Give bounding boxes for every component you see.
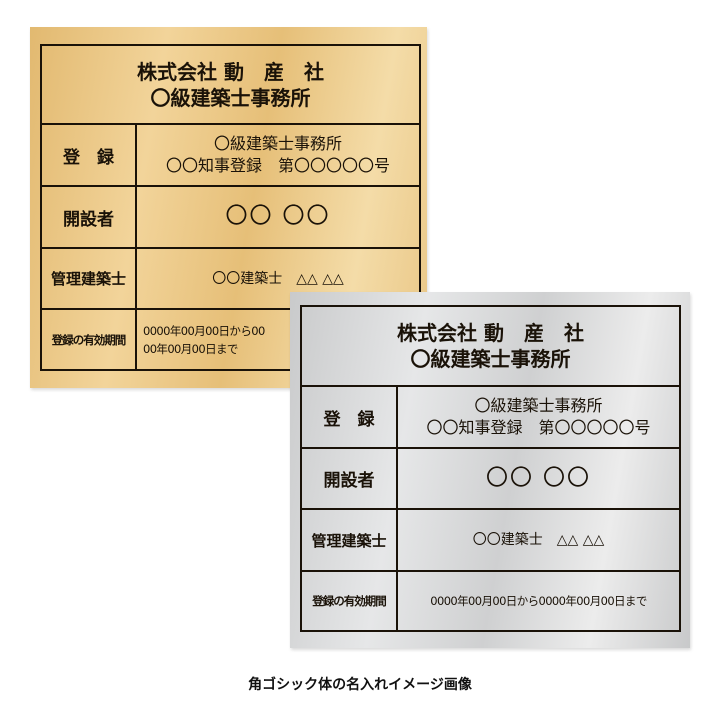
office-type: 〇級建築士事務所 [410,347,571,371]
plate-table: 株式会社 動 産 社 〇級建築士事務所 登 録 〇級建築士事務所 〇〇知事登録 … [300,305,681,632]
silver-nameplate: 株式会社 動 産 社 〇級建築士事務所 登 録 〇級建築士事務所 〇〇知事登録 … [290,292,690,648]
validity-period-value: 0000年00月00日から0000年00月00日まで [143,323,265,356]
manager-architect-label: 管理建築士 [302,510,398,572]
validity-period-label: 登録の有効期間 [302,572,398,630]
founder-label: 開設者 [42,187,137,249]
plate-header: 株式会社 動 産 社 〇級建築士事務所 [302,307,679,387]
founder-value: 〇〇 〇〇 [398,449,679,510]
validity-period-cell: 0000年00月00日から0000年00月00日まで [137,310,419,369]
company-name: 株式会社 動 産 社 [397,321,584,345]
manager-architect-value: 〇〇建築士 △△ △△ [137,249,419,310]
company-name: 株式会社 動 産 社 [137,59,324,84]
registration-value-line1: 〇級建築士事務所 [474,396,603,415]
registration-value-line2: 〇〇知事登録 第〇〇〇〇〇号 [426,418,651,437]
registration-label: 登 録 [302,387,398,449]
plate-header: 株式会社 動 産 社 〇級建築士事務所 [42,46,419,125]
office-type: 〇級建築士事務所 [150,85,311,110]
validity-period-value: 0000年00月00日から0000年00月00日まで [430,594,647,608]
founder-label: 開設者 [302,449,398,510]
image-caption: 角ゴシック体の名入れイメージ画像 [248,677,472,693]
founder-value: 〇〇 〇〇 [137,187,419,249]
registration-value: 〇級建築士事務所 〇〇知事登録 第〇〇〇〇〇号 [137,125,419,187]
registration-label: 登 録 [42,125,137,187]
plate-table: 株式会社 動 産 社 〇級建築士事務所 登 録 〇級建築士事務所 〇〇知事登録 … [40,44,421,371]
registration-value-line1: 〇級建築士事務所 [213,134,342,153]
registration-value: 〇級建築士事務所 〇〇知事登録 第〇〇〇〇〇号 [398,387,679,449]
manager-architect-value: 〇〇建築士 △△ △△ [398,510,679,572]
registration-value-line2: 〇〇知事登録 第〇〇〇〇〇号 [165,156,390,175]
validity-period-label: 登録の有効期間 [42,310,137,369]
gold-nameplate: 株式会社 動 産 社 〇級建築士事務所 登 録 〇級建築士事務所 〇〇知事登録 … [30,27,427,388]
manager-architect-label: 管理建築士 [42,249,137,310]
